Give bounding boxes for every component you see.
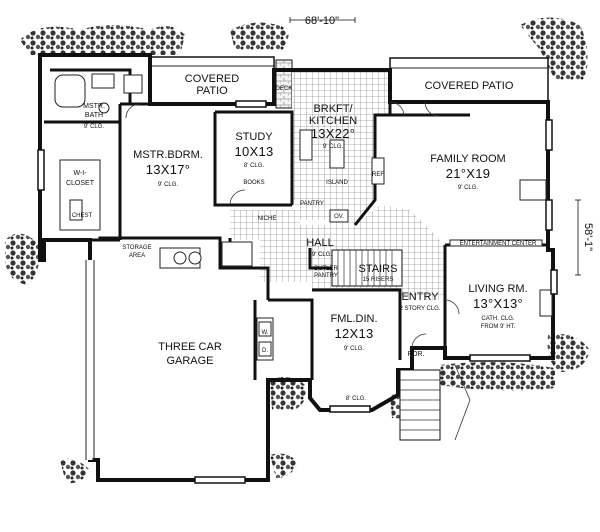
hall-name: HALL: [306, 237, 334, 249]
books-label: BOOKS: [243, 180, 264, 186]
washer-label: W.: [262, 330, 269, 336]
living-name: LIVING RM.: [468, 283, 527, 295]
mstr-bath-clg: 9' CLG.: [84, 124, 104, 130]
porch-steps: [399, 369, 441, 441]
family-size: 21°X19: [446, 166, 491, 181]
family-clg: 9' CLG.: [458, 185, 478, 191]
dimension-lines: [289, 17, 581, 276]
por-label: POR.: [407, 351, 424, 358]
hall-clg: 9' CLG.: [312, 252, 332, 258]
family-name: FAMILY ROOM: [430, 153, 505, 165]
kitchen-clg: 9' CLG.: [323, 144, 343, 150]
stairs: [331, 249, 403, 287]
kitchen-size: 13X22°: [311, 126, 356, 141]
living-size: 13°X13°: [473, 296, 523, 311]
study-clg: 8' CLG.: [244, 163, 264, 169]
entry-name: ENTRY: [401, 291, 439, 303]
wi-closet-label: W-I-CLOSET: [66, 170, 95, 187]
covered-patio-right-area: [389, 57, 549, 103]
dryer-label: D.: [262, 348, 268, 354]
study-name: STUDY: [235, 131, 273, 143]
mstr-bdrm-clg: 9' CLG.: [158, 182, 178, 188]
living-clg: CATH. CLG.FROM 9' HT.: [481, 316, 516, 330]
deck-area: [275, 59, 293, 109]
stairs-note: 15 RISERS: [363, 277, 394, 283]
kitchen-name: BRKFT/KITCHEN: [309, 103, 357, 127]
fml-din-size: 12X13: [334, 326, 373, 341]
stairs-label: STAIRS: [359, 263, 398, 275]
mstr-bdrm-name: MSTR.BDRM.: [133, 149, 203, 161]
pantry-label: PANTRY: [300, 201, 324, 207]
fml-din-clg2: 8' CLG.: [346, 396, 366, 402]
dim-right-label: 58'-1": [582, 223, 594, 251]
chest-label: CHEST: [72, 213, 93, 219]
entertainment-label: ENTERTAINMENT CENTER: [460, 241, 537, 247]
niche-label: NICHE: [258, 216, 277, 222]
entry-clg: 2 STORY CLG.: [399, 306, 440, 312]
study-size: 10X13: [234, 144, 273, 159]
fml-din-clg: 9' CLG.: [344, 346, 364, 352]
oven-label: OV.: [334, 214, 344, 220]
fml-din-name: FML.DIN.: [330, 313, 377, 325]
covered-patio-right-label: COVERED PATIO: [425, 80, 514, 92]
deck-label: DECK: [276, 86, 293, 92]
doors: [125, 101, 460, 349]
fixtures: [54, 73, 553, 361]
island-label: ISLAND: [326, 180, 348, 186]
dim-top-label: 68'-10": [305, 15, 339, 27]
windows: [37, 100, 558, 484]
mstr-bdrm-size: 13X17°: [146, 162, 191, 177]
garage-doors: [85, 260, 95, 460]
ref-label: REF: [372, 172, 384, 178]
mstr-bath-label: MSTR.BATH: [83, 103, 105, 119]
